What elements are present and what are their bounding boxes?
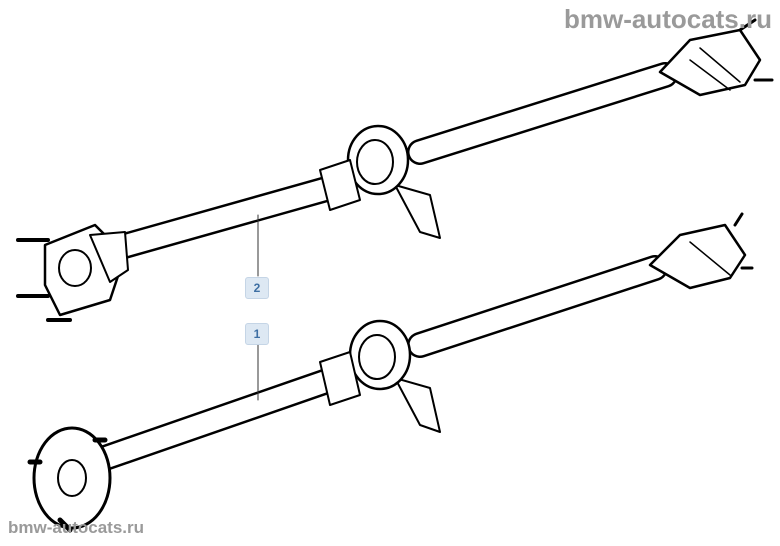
cv-joint-1 xyxy=(648,212,754,290)
watermark-bottom: bmw-autocats.ru xyxy=(8,518,145,537)
callout-1[interactable]: 1 xyxy=(245,323,269,345)
flex-disc xyxy=(27,426,112,533)
drive-shaft-1 xyxy=(27,212,754,533)
callout-2[interactable]: 2 xyxy=(245,277,269,299)
flange-coupling xyxy=(16,223,129,322)
drive-shaft-2 xyxy=(16,18,774,322)
center-bearing-1 xyxy=(319,319,441,433)
cv-joint-2 xyxy=(658,18,774,97)
watermark-top: bmw-autocats.ru xyxy=(563,4,772,34)
center-bearing-2 xyxy=(319,124,441,239)
